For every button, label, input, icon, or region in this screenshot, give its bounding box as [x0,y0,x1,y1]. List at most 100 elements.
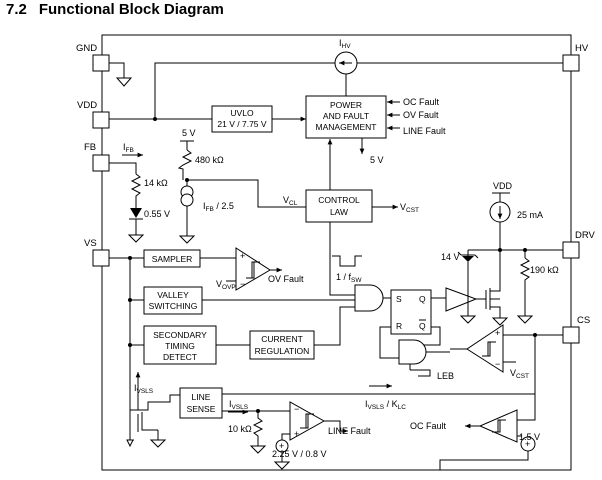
latch-q-label: Q [419,294,426,304]
svg-text:−: − [495,359,500,369]
oc-comparator-icon [478,409,518,443]
label-10k: 10 kΩ [228,424,252,434]
label-i-hv: IHV [339,38,351,50]
power-fault-line2: AND FAULT [323,111,369,121]
valley-switching-block: VALLEY SWITCHING [143,286,203,315]
label-oc-fault: OC Fault [403,97,440,107]
pin-drv-label: DRV [575,230,596,241]
label-055v: 0.55 V [144,209,170,219]
pin-vdd: VDD [77,100,110,129]
uvlo-threshold-label: 21 V / 7.75 V [217,119,266,129]
pin-hv: HV [562,43,589,72]
label-line-fault-out: LINE Fault [328,426,371,436]
pin-vs: VS [84,238,110,267]
sampler-label: SAMPLER [152,254,193,264]
sr-latch-block: S Q R Q [390,289,432,335]
label-i-vsls-2: IVSLS [229,399,249,411]
line-sense-line1: LINE [192,392,211,402]
control-law-block: CONTROL LAW [305,189,373,223]
current-regulation-line2: REGULATION [255,346,310,356]
label-vdd-driver: VDD [493,181,513,191]
pin-gnd: GND [76,43,110,72]
hv-current-source-icon [334,51,358,75]
label-v-ovp: VOVP [216,279,236,291]
resistor-190k-icon [519,257,531,316]
current-regulation-line1: CURRENT [261,334,303,344]
pin-vdd-label: VDD [77,100,97,111]
svg-text:−: − [294,404,299,414]
line-sense-block: LINE SENSE [179,387,223,419]
section-title: Functional Block Diagram [38,1,224,18]
label-fsw: 1 / fSW [336,272,362,284]
secondary-timing-line2: TIMING [165,341,195,351]
label-480k: 480 kΩ [195,155,224,165]
label-ivsls-klc: IVSLS / KLC [365,399,406,411]
current-source-25ma-icon [489,201,511,223]
resistor-10k-icon [252,411,264,446]
svg-text:−: − [240,279,245,289]
driver-mosfet-icon [485,250,501,318]
svg-text:+: + [495,328,500,338]
label-line-fault: LINE Fault [403,126,446,136]
sampler-block: SAMPLER [143,249,201,268]
label-25ma: 25 mA [517,210,543,220]
pin-drv: DRV [562,230,596,259]
label-225v-08v: 2.25 V / 0.8 V [272,449,327,459]
pin-gnd-label: GND [76,43,97,54]
ground-symbol-gnd [115,77,133,87]
label-ov-fault-out: OV Fault [268,274,304,284]
label-v-cl: VCL [283,195,298,207]
clock-pulse-icon [332,255,362,267]
power-fault-management-block: POWER AND FAULT MANAGEMENT [305,95,387,139]
power-fault-line1: POWER [330,100,362,110]
label-v-cst-control: VCST [400,202,419,214]
pin-vs-label: VS [84,238,97,249]
current-source-ifb-icon [180,185,194,207]
latch-s-label: S [396,294,402,304]
secondary-timing-line3: DETECT [163,352,197,362]
secondary-timing-line1: SECONDARY [153,330,207,340]
control-law-line2: LAW [330,207,348,217]
svg-text:+: + [525,439,530,449]
diode-055v-icon [129,208,143,220]
label-190k: 190 kΩ [530,265,559,275]
label-i-vsls: IVSLS [134,383,154,395]
current-regulation-block: CURRENT REGULATION [249,330,315,360]
label-ifb-div: IFB / 2.5 [203,201,234,213]
latch-qbar-label: Q [419,321,426,331]
vs-mosfet-icon [130,394,180,448]
driver-buffer-icon [445,287,478,312]
resistor-14k-icon [130,173,142,208]
label-ov-fault: OV Fault [403,110,439,120]
svg-text:+: + [240,251,245,261]
valley-switching-line2: SWITCHING [149,301,198,311]
label-15v: 1.5 V [519,432,540,442]
pin-fb-label: FB [84,142,96,153]
label-oc-fault-out: OC Fault [410,421,447,431]
label-v-cst-cs: VCST [510,368,529,380]
cs-comparator-icon: + − [466,324,504,373]
secondary-timing-detect-block: SECONDARY TIMING DETECT [143,325,217,365]
pin-cs-label: CS [577,315,590,326]
label-leb: LEB [437,371,454,381]
label-14k: 14 kΩ [144,178,168,188]
ovp-comparator-icon: + − [235,247,271,291]
pin-cs: CS [562,315,590,344]
latch-r-label: R [396,321,402,331]
svg-text:+: + [279,441,284,451]
pin-fb: FB [84,142,110,172]
label-14v: 14 V [441,252,460,262]
and-gate-icon [354,284,384,312]
line-sense-line2: SENSE [187,404,216,414]
uvlo-label: UVLO [230,108,254,118]
svg-text:+: + [294,429,299,439]
pin-hv-label: HV [575,43,589,54]
label-i-fb: IFB [123,142,134,154]
label-5v-power: 5 V [370,155,384,165]
power-fault-line3: MANAGEMENT [316,122,377,132]
label-5v-fb: 5 V [182,128,196,138]
control-law-line1: CONTROL [318,195,360,205]
zener-diode-14v-icon [457,250,479,316]
